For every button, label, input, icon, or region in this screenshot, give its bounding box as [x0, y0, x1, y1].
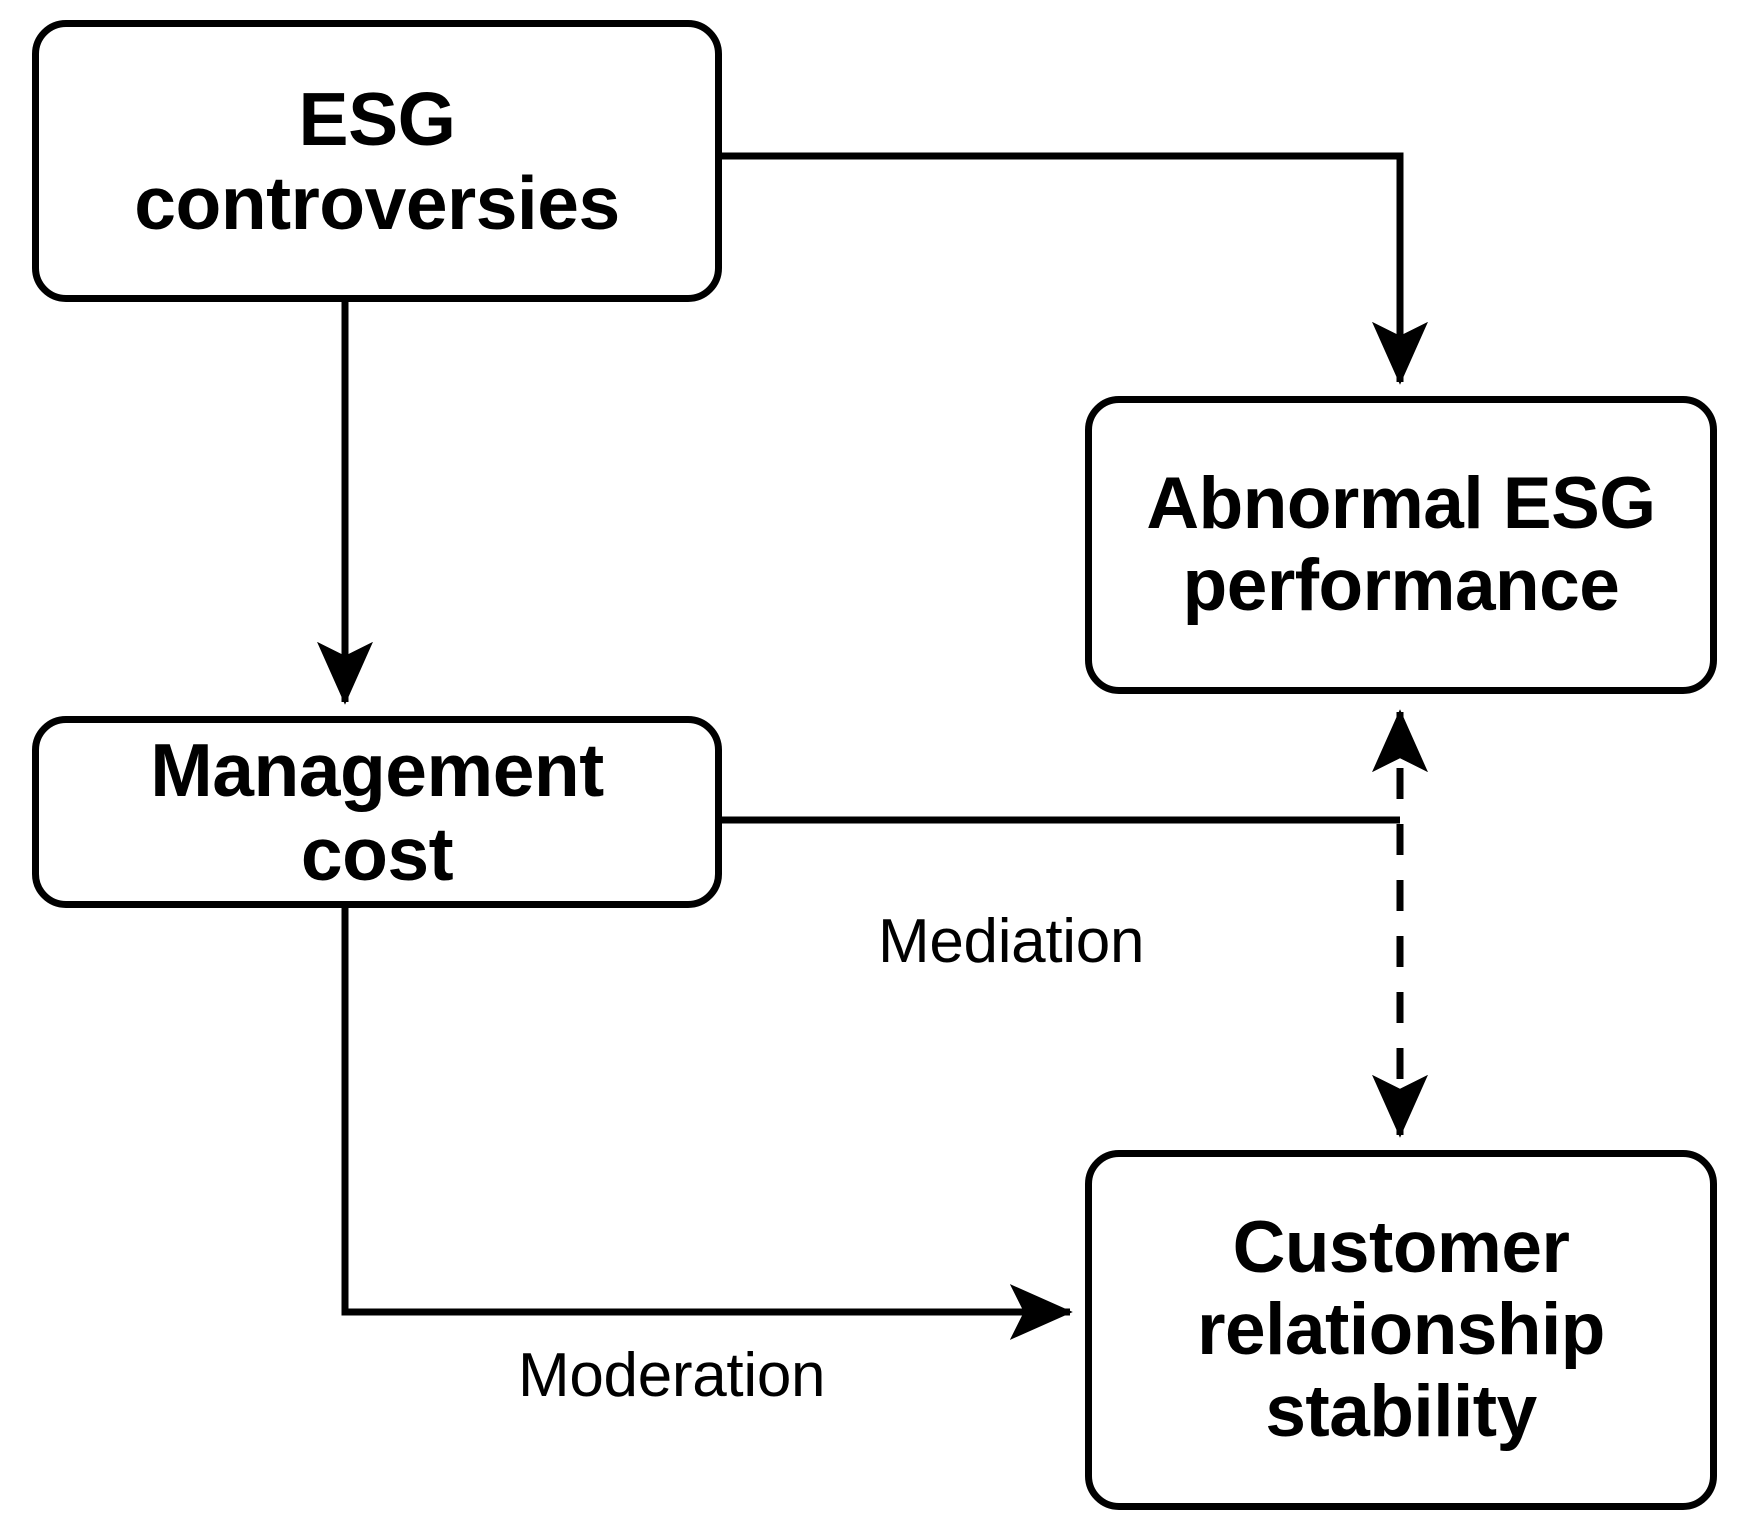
node-customer-relationship-stability-line2: relationship [1197, 1289, 1605, 1371]
node-esg-controversies-line2: controversies [134, 161, 620, 245]
connector-esg-to-abnormal-performance [722, 152, 1428, 385]
edge-label-mediation: Mediation [878, 907, 1145, 976]
node-esg-controversies-line1: ESG [298, 77, 456, 161]
node-abnormal-esg-performance[interactable]: Abnormal ESG performance [1085, 396, 1717, 694]
node-abnormal-esg-performance-label: Abnormal ESG performance [1132, 463, 1669, 627]
node-abnormal-esg-performance-line1: Abnormal ESG [1146, 463, 1656, 545]
connector-management-cost-to-customer-relationship [341, 908, 1073, 1340]
node-esg-controversies-label: ESG controversies [120, 77, 633, 245]
node-esg-controversies[interactable]: ESG controversies [32, 20, 722, 302]
node-management-cost-line1: Management [150, 728, 604, 812]
node-customer-relationship-stability-label: Customer relationship stability [1183, 1207, 1619, 1452]
node-management-cost[interactable]: Management cost [32, 716, 722, 908]
node-customer-relationship-stability[interactable]: Customer relationship stability [1085, 1150, 1717, 1510]
node-management-cost-label: Management cost [136, 728, 617, 896]
node-management-cost-line2: cost [300, 812, 454, 896]
node-customer-relationship-stability-line1: Customer [1232, 1207, 1570, 1289]
edge-label-moderation: Moderation [518, 1341, 826, 1410]
node-customer-relationship-stability-line3: stability [1265, 1370, 1537, 1452]
node-abnormal-esg-performance-line2: performance [1182, 545, 1620, 626]
